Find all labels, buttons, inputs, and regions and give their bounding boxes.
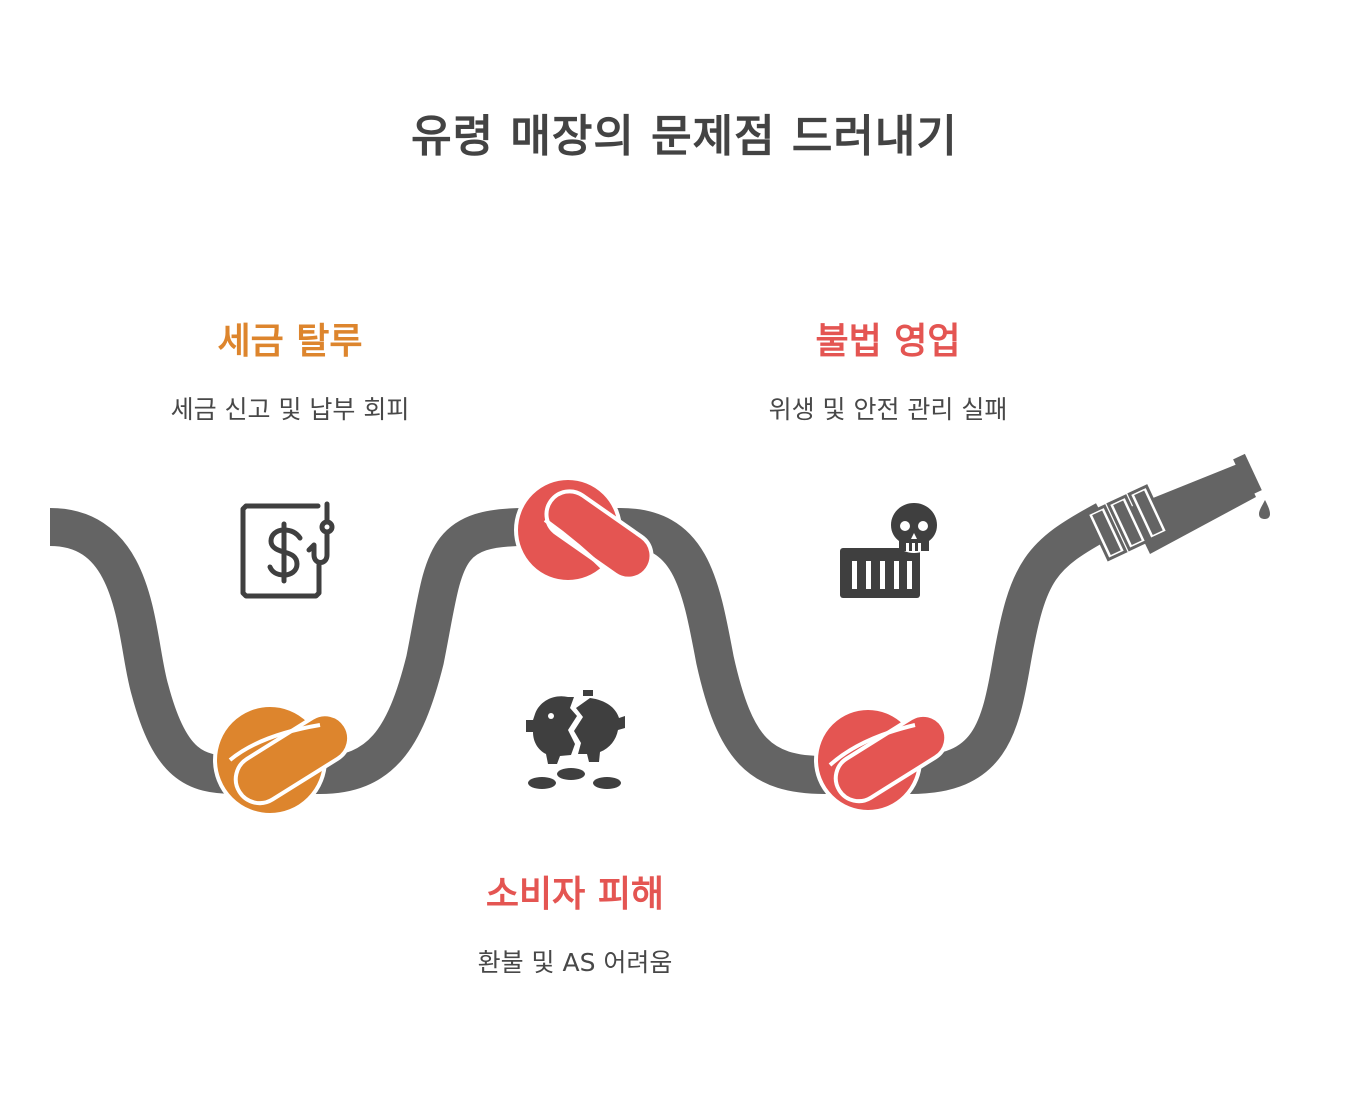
knot-consumer (814, 706, 949, 814)
knot-illegal (514, 476, 654, 584)
tax-evasion-icon (240, 501, 335, 599)
tax-evasion-description: 세금 신고 및 납부 회피 (170, 395, 410, 424)
consumer-damage-description: 환불 및 AS 어려움 (477, 948, 673, 977)
broken-piggy-bank-icon (526, 690, 625, 789)
hose-nozzle (1085, 453, 1270, 562)
knot-tax (213, 703, 352, 817)
consumer-damage-heading: 소비자 피해 (485, 874, 665, 915)
tax-evasion-heading: 세금 탈루 (217, 321, 363, 362)
toxic-hazard-icon (840, 501, 940, 598)
page-title: 유령 매장의 문제점 드러내기 (411, 111, 958, 162)
illegal-business-description: 위생 및 안전 관리 실패 (768, 395, 1008, 424)
illegal-business-heading: 불법 영업 (815, 321, 961, 362)
